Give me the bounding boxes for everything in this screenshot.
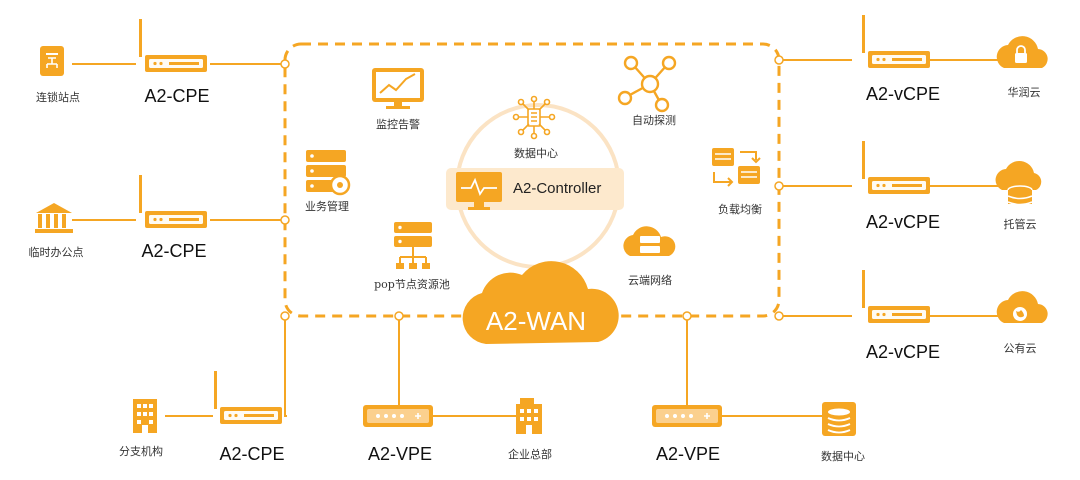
chain-store-icon — [40, 46, 64, 76]
junction-dots — [280, 55, 784, 321]
device-label: A2-vCPE — [865, 84, 941, 104]
router-icon — [214, 371, 282, 424]
connection-lines — [72, 59, 1000, 417]
feature-label-auto-detect: 自动探测 — [632, 114, 676, 127]
device-label: A2-CPE — [141, 241, 207, 261]
network-hub-icon — [617, 55, 677, 113]
router-icon — [862, 270, 930, 323]
router-icon — [862, 141, 930, 194]
feature-label-monitoring: 监控告警 — [376, 118, 420, 131]
feature-label-cloud-network: 云端网络 — [628, 274, 672, 287]
wan-cloud-icon — [462, 261, 619, 344]
router-icon — [139, 175, 207, 228]
site-label: 托管云 — [1003, 218, 1037, 231]
site-label: 华润云 — [1007, 86, 1041, 99]
monitor-pulse-icon — [456, 172, 502, 210]
monitoring-chart-icon — [372, 68, 424, 109]
device-label: A2-CPE — [219, 444, 285, 464]
device-label: A2-vCPE — [865, 342, 941, 362]
router-icon — [862, 15, 930, 68]
feature-label-pop-pool: pop节点资源池 — [374, 278, 450, 291]
server-gear-icon — [306, 150, 351, 196]
site-label: 数据中心 — [821, 450, 865, 463]
site-label: 企业总部 — [508, 448, 552, 461]
load-balance-icon — [712, 148, 761, 187]
device-label: A2-CPE — [144, 86, 210, 106]
globe-cloud-icon — [996, 291, 1048, 323]
device-label: A2-VPE — [655, 444, 721, 464]
router-icon — [139, 19, 207, 72]
data-center-node-icon — [512, 95, 556, 140]
headquarters-icon — [516, 398, 542, 434]
device-label: A2-VPE — [367, 444, 433, 464]
cloud-storage-icon — [995, 160, 1042, 206]
core-network-boundary — [283, 42, 781, 318]
device-label: A2-vCPE — [865, 212, 941, 232]
wan-label: A2-WAN — [485, 306, 587, 336]
site-label: 分支机构 — [119, 445, 163, 458]
site-label: 公有云 — [1003, 342, 1037, 355]
bank-building-icon — [35, 203, 73, 233]
vpe-appliance-icon — [651, 404, 723, 428]
cloud-server-icon — [623, 226, 676, 256]
vpe-appliance-icon — [362, 404, 434, 428]
feature-label-load-balance: 负载均衡 — [718, 203, 762, 216]
site-label: 连锁站点 — [36, 91, 80, 104]
database-icon — [822, 402, 856, 436]
office-tower-icon — [133, 399, 157, 433]
feature-label-service-mgmt: 业务管理 — [305, 200, 349, 213]
controller-label: A2-Controller — [513, 180, 602, 197]
site-label: 临时办公点 — [28, 246, 84, 259]
pop-node-pool-icon — [394, 222, 432, 269]
lock-cloud-icon — [996, 36, 1048, 68]
feature-label-data-center: 数据中心 — [514, 147, 558, 160]
